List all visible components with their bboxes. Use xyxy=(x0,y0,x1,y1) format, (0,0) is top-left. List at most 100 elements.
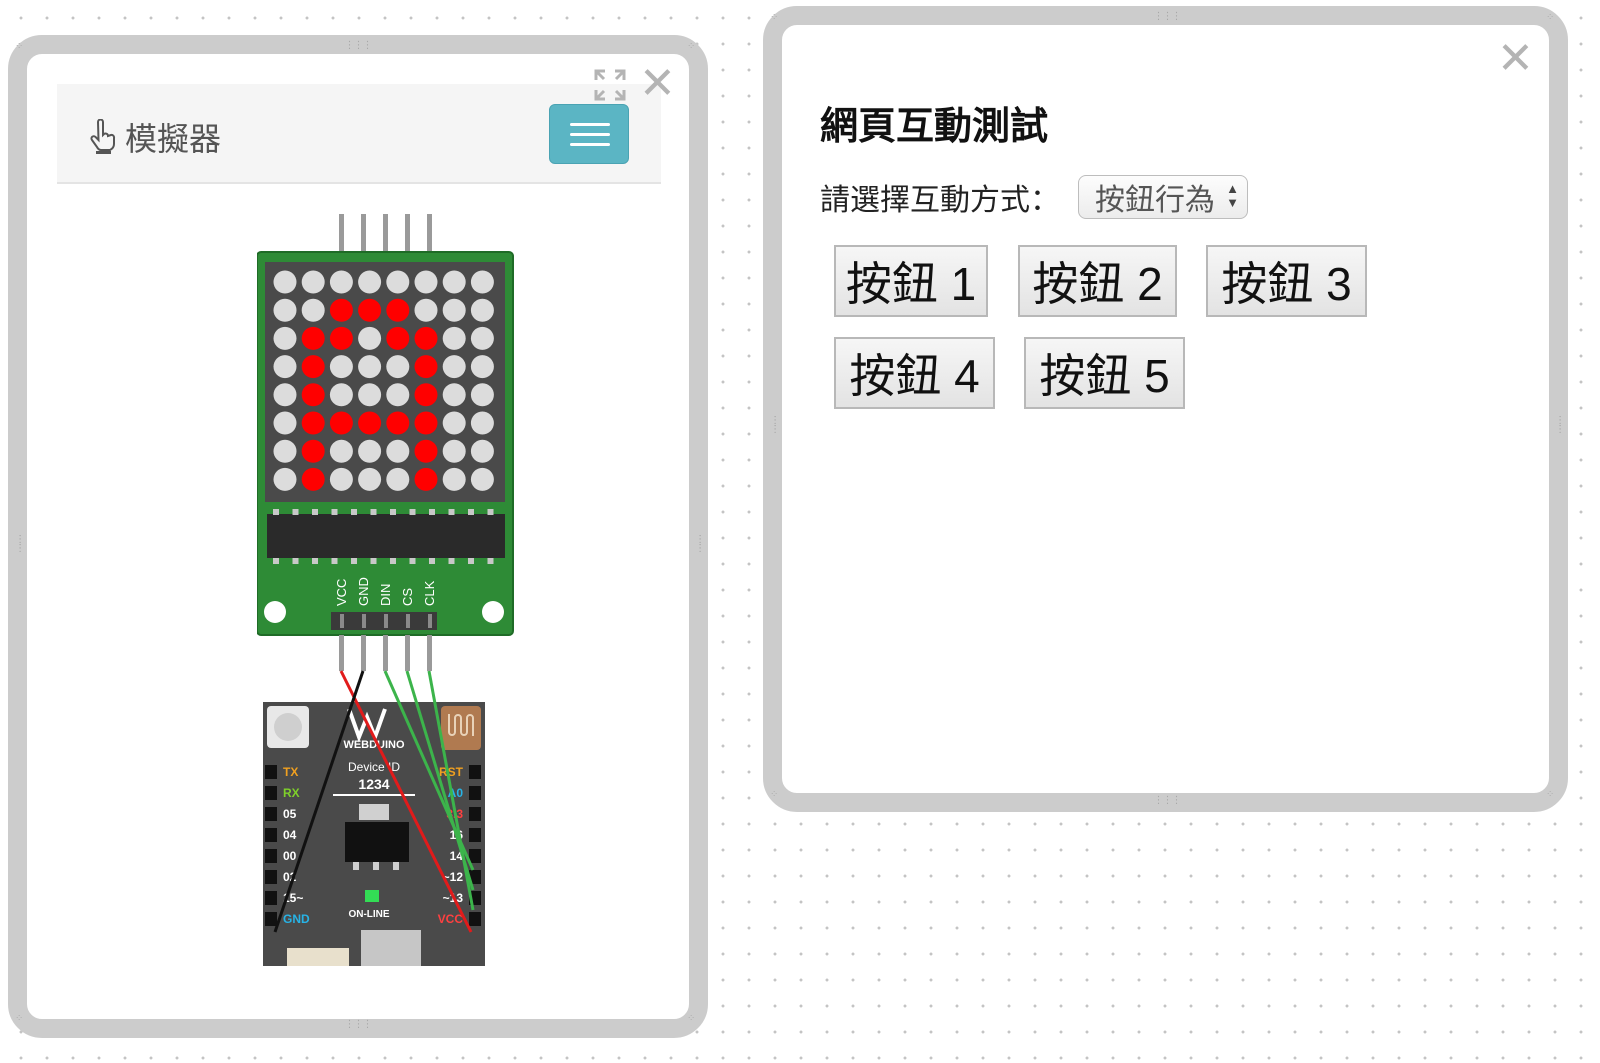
board-brand: WEBDUINO xyxy=(343,739,405,751)
led-dot xyxy=(301,439,325,463)
webduino-board[interactable]: WEBDUINO Device ID 1234 ON-LINE TXRX0504… xyxy=(263,702,485,966)
top-resize-handle[interactable]: ⋮⋮⋮ xyxy=(344,40,373,51)
corner-resize-handle[interactable]: ⁘ xyxy=(15,41,24,52)
led-dot xyxy=(273,298,297,322)
bottom-resize-handle[interactable]: ⋮⋮⋮ xyxy=(1153,795,1182,806)
led-dot xyxy=(442,383,466,407)
board-pin-label-left: 05 xyxy=(283,807,297,821)
online-led xyxy=(365,890,379,902)
button-2[interactable]: 按鈕 2 xyxy=(1018,245,1177,317)
button-5[interactable]: 按鈕 5 xyxy=(1024,337,1185,409)
board-pin-label-left: 04 xyxy=(283,828,297,842)
led-dot xyxy=(358,326,382,350)
left-resize-handle[interactable]: ⋯⋯ xyxy=(769,415,780,433)
led-dot xyxy=(329,383,353,407)
board-pin-label-left: RX xyxy=(283,786,300,800)
corner-resize-handle[interactable]: ⁘ xyxy=(687,1013,696,1024)
interaction-select[interactable]: 按鈕行為 ▲▼ xyxy=(1078,175,1248,219)
online-label: ON-LINE xyxy=(348,909,389,920)
led-dot xyxy=(414,439,438,463)
led-dot xyxy=(358,298,382,322)
board-pin-label-left: TX xyxy=(283,765,298,779)
board-pin-label-right: VCC xyxy=(438,912,464,926)
led-dot xyxy=(442,411,466,435)
led-dot xyxy=(273,355,297,379)
led-dot xyxy=(442,355,466,379)
led-dot xyxy=(414,270,438,294)
corner-resize-handle[interactable]: ⁘ xyxy=(1546,12,1555,23)
led-grid xyxy=(273,270,494,491)
simulator-panel: ⋮⋮⋮ ⋮⋮⋮ ⋯⋯ ⋯⋯ ⁘ ⁘ ⁘ ⁘ 模擬器 ✕ xyxy=(8,35,708,1038)
simulator-title-text: 模擬器 xyxy=(125,121,222,157)
led-dot xyxy=(329,298,353,322)
led-dot xyxy=(470,270,494,294)
led-dot xyxy=(442,467,466,491)
led-top-pins xyxy=(339,214,432,254)
led-dot xyxy=(273,270,297,294)
wires xyxy=(273,670,475,933)
simulator-title: 模擬器 xyxy=(87,114,221,160)
led-dot xyxy=(301,383,325,407)
led-dot xyxy=(470,467,494,491)
led-dot xyxy=(386,270,410,294)
led-pin-label: VCC xyxy=(334,579,349,606)
left-resize-handle[interactable]: ⋯⋯ xyxy=(14,534,25,552)
button-1[interactable]: 按鈕 1 xyxy=(834,245,988,317)
led-dot xyxy=(358,355,382,379)
led-dot xyxy=(414,467,438,491)
web-interaction-panel: ⋮⋮⋮ ⋮⋮⋮ ⋯⋯ ⋯⋯ ⁘ ⁘ ⁘ ⁘ ✕ 網頁互動測試 請選擇互動方式： … xyxy=(763,6,1568,812)
led-dot xyxy=(358,439,382,463)
button-3[interactable]: 按鈕 3 xyxy=(1206,245,1367,317)
led-pin-label: GND xyxy=(356,577,371,606)
top-resize-handle[interactable]: ⋮⋮⋮ xyxy=(1153,11,1182,22)
corner-resize-handle[interactable]: ⁘ xyxy=(15,1013,24,1024)
right-resize-handle[interactable]: ⋯⋯ xyxy=(694,534,705,552)
led-dot xyxy=(470,355,494,379)
corner-resize-handle[interactable]: ⁘ xyxy=(770,789,779,800)
button-4[interactable]: 按鈕 4 xyxy=(834,337,995,409)
led-dot xyxy=(442,439,466,463)
led-dot xyxy=(273,467,297,491)
board-pin-label-left: 00 xyxy=(283,849,297,863)
led-dot xyxy=(273,411,297,435)
led-dot xyxy=(329,411,353,435)
hand-pointer-icon xyxy=(90,119,116,154)
led-dot xyxy=(470,439,494,463)
led-dot xyxy=(442,298,466,322)
led-dot xyxy=(386,326,410,350)
expand-icon[interactable] xyxy=(594,69,626,101)
close-icon[interactable]: ✕ xyxy=(1497,33,1534,84)
board-pin-label-right: RST xyxy=(439,765,464,779)
bottom-resize-handle[interactable]: ⋮⋮⋮ xyxy=(344,1019,373,1030)
corner-resize-handle[interactable]: ⁘ xyxy=(770,12,779,23)
menu-button[interactable] xyxy=(549,104,629,164)
led-dot xyxy=(386,383,410,407)
corner-resize-handle[interactable]: ⁘ xyxy=(1546,789,1555,800)
led-dot xyxy=(414,298,438,322)
led-dot xyxy=(329,270,353,294)
led-dot xyxy=(414,326,438,350)
board-pin-label-right: ~12 xyxy=(443,870,464,884)
led-dot xyxy=(358,270,382,294)
led-dot xyxy=(301,298,325,322)
led-dot xyxy=(358,383,382,407)
led-dot xyxy=(273,439,297,463)
board-pin-label-left: GND xyxy=(283,912,310,926)
corner-resize-handle[interactable]: ⁘ xyxy=(687,41,696,52)
led-dot xyxy=(301,355,325,379)
led-dot xyxy=(470,298,494,322)
led-dot xyxy=(470,411,494,435)
led-dot xyxy=(358,467,382,491)
right-resize-handle[interactable]: ⋯⋯ xyxy=(1554,415,1565,433)
led-dot xyxy=(301,326,325,350)
led-pin-label: DIN xyxy=(378,584,393,606)
led-dot xyxy=(358,411,382,435)
led-dot xyxy=(301,270,325,294)
close-icon[interactable]: ✕ xyxy=(639,58,676,109)
select-arrows-icon: ▲▼ xyxy=(1226,181,1239,210)
led-dot xyxy=(386,411,410,435)
led-pin-label: CLK xyxy=(422,580,437,606)
